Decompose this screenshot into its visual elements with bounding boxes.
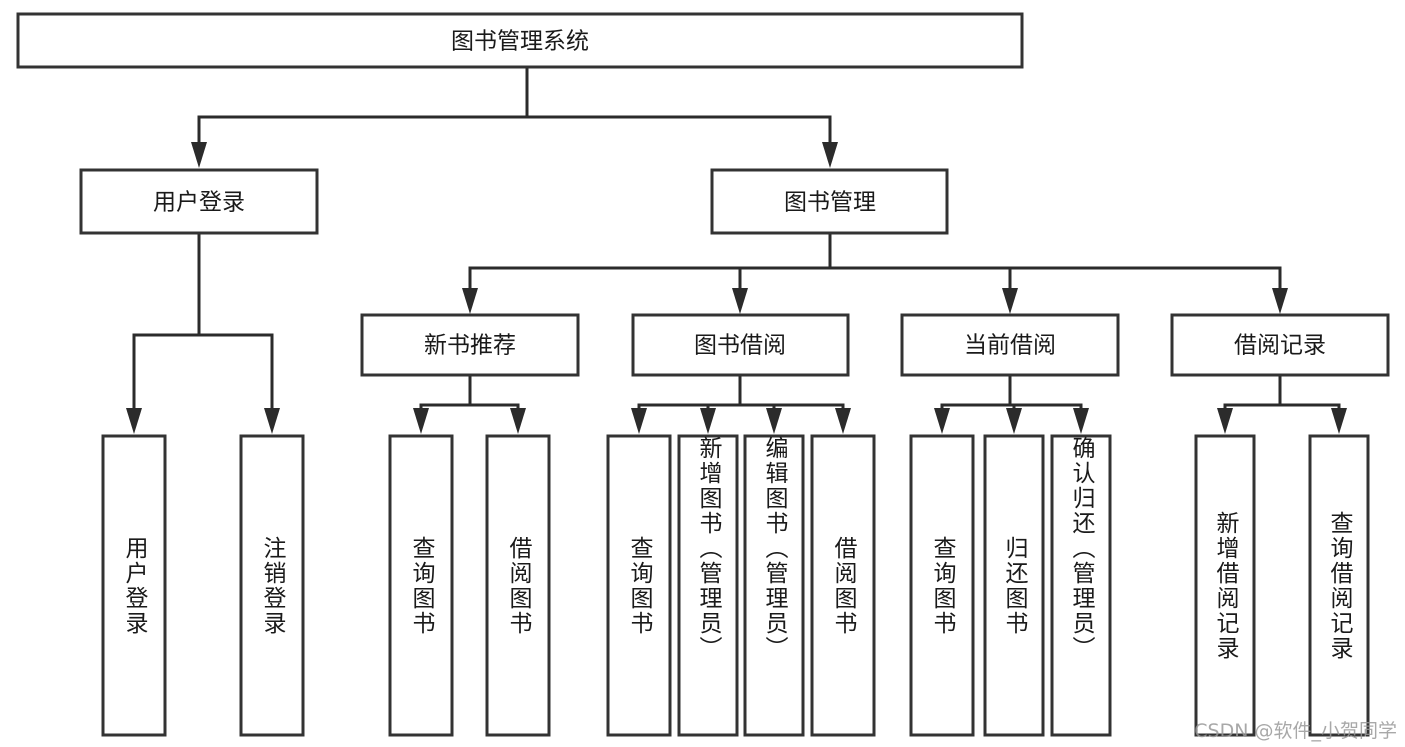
node-new-book-recommend-box[interactable] [360, 313, 580, 377]
edge-group-root-to-level2 [191, 65, 838, 168]
node-borrow-record-box[interactable] [1170, 313, 1390, 377]
edge-group-user-login-to-leaves [126, 231, 280, 434]
node-current-borrow[interactable]: 当前借阅 [900, 313, 1120, 377]
arrow-book-manage-to-borrow-record-icon [1272, 288, 1288, 314]
node-leaf-query-book-current-box[interactable] [909, 434, 975, 737]
node-root-label: 图书管理系统 [451, 29, 589, 55]
node-leaf-user-login-box[interactable] [101, 434, 167, 737]
node-book-manage-label: 图书管理 [784, 190, 876, 216]
arrow-book-manage-to-book-borrow-icon [732, 288, 748, 314]
node-current-borrow-label: 当前借阅 [964, 333, 1056, 359]
node-leaf-query-borrow-record-box[interactable] [1308, 434, 1370, 737]
node-book-borrow[interactable]: 图书借阅 [631, 313, 850, 377]
node-user-login-box[interactable] [79, 168, 319, 235]
arrow-new-book-to-leaf-2-icon [510, 408, 526, 434]
arrow-current-borrow-to-leaf-2-icon [1006, 408, 1022, 434]
arrow-book-borrow-to-leaf-1-icon [631, 408, 647, 434]
node-leaf-logout-box[interactable] [239, 434, 305, 737]
node-leaf-borrow-book-box[interactable] [810, 434, 876, 737]
arrow-borrow-record-to-leaf-1-icon [1217, 408, 1233, 434]
node-root-box[interactable] [16, 12, 1024, 69]
node-leaf-add-book-box[interactable] [677, 434, 739, 737]
node-leaf-query-book-rec-box[interactable] [388, 434, 454, 737]
node-new-book-recommend[interactable]: 新书推荐 [360, 313, 580, 377]
arrow-current-borrow-to-leaf-3-icon [1073, 408, 1089, 434]
node-user-login-label: 用户登录 [153, 190, 245, 216]
arrow-user-login-to-leaf-1-icon [126, 408, 142, 434]
node-leaf-borrow-book-rec-box[interactable] [485, 434, 551, 737]
edge-group-book-borrow-to-leaves [631, 373, 851, 434]
watermark-label: CSDN @软件_小贺同学 [1194, 720, 1397, 742]
node-leaf-confirm-return-box[interactable] [1050, 434, 1112, 737]
leaf-box-group [101, 434, 1370, 737]
node-book-manage[interactable]: 图书管理 [710, 168, 949, 235]
arrow-book-borrow-to-leaf-2-icon [700, 408, 716, 434]
arrow-book-manage-to-new-book-icon [462, 288, 478, 314]
node-book-borrow-box[interactable] [631, 313, 850, 377]
node-new-book-recommend-label: 新书推荐 [424, 333, 516, 359]
node-root[interactable]: 图书管理系统 [16, 12, 1024, 69]
arrow-current-borrow-to-leaf-1-icon [934, 408, 950, 434]
edge-group-book-manage-to-level3 [462, 231, 1288, 314]
arrow-borrow-record-to-leaf-2-icon [1331, 408, 1347, 434]
node-current-borrow-box[interactable] [900, 313, 1120, 377]
node-leaf-query-book-borrow-box[interactable] [606, 434, 672, 737]
node-book-manage-box[interactable] [710, 168, 949, 235]
node-leaf-edit-book-box[interactable] [743, 434, 805, 737]
arrow-book-borrow-to-leaf-3-icon [766, 408, 782, 434]
node-leaf-return-book-box[interactable] [983, 434, 1045, 737]
arrow-root-to-book-manage-icon [822, 142, 838, 168]
edge-group-new-book-to-leaves [413, 373, 526, 434]
node-leaf-add-borrow-record-box[interactable] [1194, 434, 1256, 737]
arrow-user-login-to-leaf-2-icon [264, 408, 280, 434]
node-borrow-record-label: 借阅记录 [1234, 333, 1326, 359]
node-user-login[interactable]: 用户登录 [79, 168, 319, 235]
arrow-book-manage-to-current-borrow-icon [1002, 288, 1018, 314]
arrow-new-book-to-leaf-1-icon [413, 408, 429, 434]
node-book-borrow-label: 图书借阅 [694, 333, 786, 359]
edge-group-current-borrow-to-leaves [934, 373, 1089, 434]
arrow-root-to-user-login-icon [191, 142, 207, 168]
arrow-book-borrow-to-leaf-4-icon [835, 408, 851, 434]
edge-group-borrow-record-to-leaves [1217, 373, 1347, 434]
node-borrow-record[interactable]: 借阅记录 [1170, 313, 1390, 377]
